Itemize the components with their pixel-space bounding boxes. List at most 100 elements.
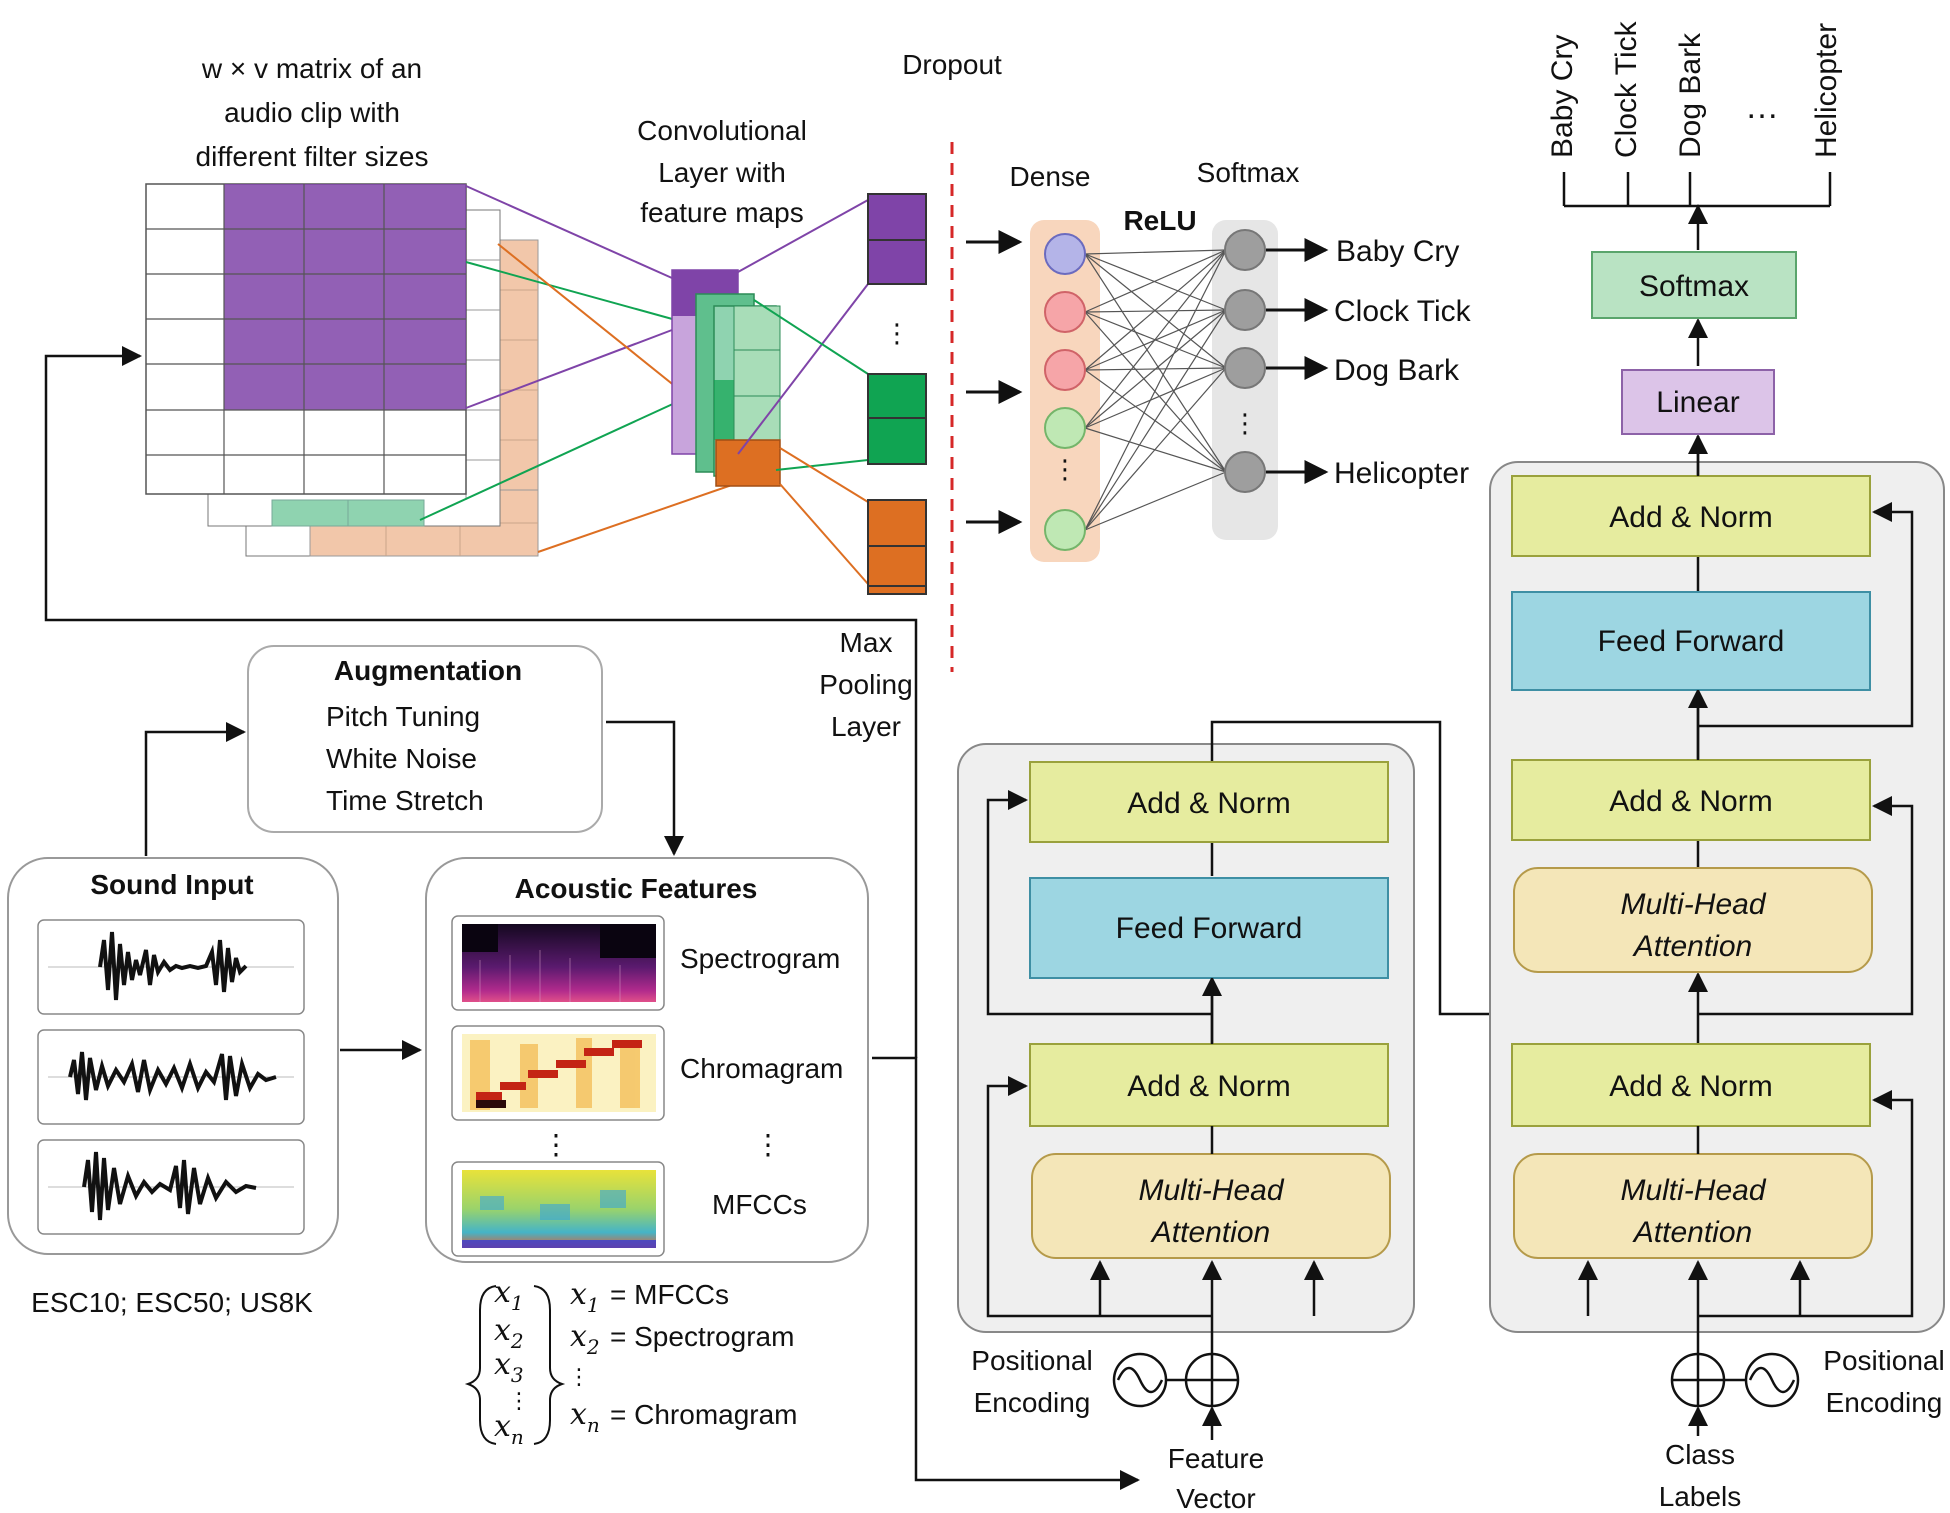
decoder-output-clock-tick: Clock Tick bbox=[1610, 20, 1643, 158]
maxpool-label-line3: Layer bbox=[831, 711, 901, 742]
decoder-feed-forward-label: Feed Forward bbox=[1598, 625, 1785, 658]
augmentation-item-stretch: Time Stretch bbox=[326, 785, 484, 816]
encoder-mha-label-1: Multi-Head bbox=[1138, 1174, 1284, 1207]
encoder-feed-forward-label: Feed Forward bbox=[1116, 912, 1303, 945]
decoder-softmax-box bbox=[1591, 251, 1797, 319]
legend-x1-text: = MFCCs bbox=[610, 1279, 729, 1310]
decoder-output-bracket bbox=[1562, 172, 1832, 208]
chromagram-image bbox=[451, 1025, 665, 1121]
cnn-section: w × v matrix of an audio clip with diffe… bbox=[145, 49, 1472, 742]
decoder-output-dog-bark: Dog Bark bbox=[1674, 32, 1707, 158]
decoder-positional-encoding: Positional Encoding Class Labels bbox=[1659, 1345, 1945, 1512]
encoder-mha-label-2: Attention bbox=[1150, 1216, 1270, 1249]
cnn-output-clock-tick: Clock Tick bbox=[1334, 295, 1472, 328]
legend-ellipsis: ⋮ bbox=[568, 1364, 590, 1389]
cnn-output-helicopter: Helicopter bbox=[1334, 457, 1469, 490]
feature-label-spectrogram: Spectrogram bbox=[680, 943, 840, 974]
feature-vector-label-2: Vector bbox=[1176, 1483, 1255, 1513]
cnn-output-baby-cry: Baby Cry bbox=[1336, 235, 1459, 268]
decoder-output-helicopter: Helicopter bbox=[1810, 23, 1843, 158]
decoder-positional-label-2: Encoding bbox=[1826, 1387, 1943, 1418]
decoder-add-norm-mid-label: Add & Norm bbox=[1609, 785, 1772, 818]
cnn-output-dog-bark: Dog Bark bbox=[1334, 354, 1460, 387]
conv-feature-maps bbox=[671, 269, 781, 487]
dense-nodes: ⋮ bbox=[1044, 233, 1086, 551]
feature-vector-label-1: Feature bbox=[1168, 1443, 1265, 1474]
augmentation-title: Augmentation bbox=[334, 655, 522, 686]
linear-label: Linear bbox=[1656, 386, 1739, 419]
svg-text:⋮: ⋮ bbox=[1232, 408, 1258, 438]
encoder-add-norm-bottom bbox=[1029, 1043, 1389, 1127]
decoder-add-norm-top bbox=[1511, 475, 1871, 557]
maxpool-label-line2: Pooling bbox=[819, 669, 912, 700]
dense-arrows bbox=[966, 230, 1023, 534]
decoder-add-norm-top-label: Add & Norm bbox=[1609, 501, 1772, 534]
feature-label-chromagram: Chromagram bbox=[680, 1053, 843, 1084]
encoder-add-norm-bottom-label: Add & Norm bbox=[1127, 1070, 1290, 1103]
legend-x2-text: = Spectrogram bbox=[610, 1321, 794, 1352]
dense-label: Dense bbox=[1010, 161, 1091, 192]
feedback-loop-line bbox=[44, 346, 918, 1058]
decoder-output-ellipsis: … bbox=[1745, 88, 1779, 126]
augmentation-item-noise: White Noise bbox=[326, 743, 477, 774]
pool-ellipsis: ⋮ bbox=[884, 318, 910, 348]
conv-label-line2: Layer with bbox=[658, 157, 786, 188]
encoder-add-norm-top-label: Add & Norm bbox=[1127, 787, 1290, 820]
vector-x3: x3 bbox=[494, 1347, 524, 1387]
mfcc-image bbox=[451, 1161, 665, 1257]
augmentation-box: Augmentation Pitch Tuning White Noise Ti… bbox=[247, 645, 603, 833]
decoder-mha-cross bbox=[1513, 867, 1873, 973]
dropout-label: Dropout bbox=[902, 49, 1002, 80]
decoder-mha-self-label-1: Multi-Head bbox=[1620, 1174, 1766, 1207]
waveform-2 bbox=[37, 1029, 305, 1125]
features-to-vector-line bbox=[872, 1056, 1140, 1490]
decoder-output-baby-cry: Baby Cry bbox=[1546, 35, 1579, 158]
conv-label-line3: feature maps bbox=[640, 197, 803, 228]
linear-box bbox=[1621, 369, 1775, 435]
waveform-3 bbox=[37, 1139, 305, 1235]
encoder-positional-label-1: Positional bbox=[971, 1345, 1092, 1376]
max-pooling-maps: ⋮ bbox=[867, 193, 927, 595]
waveform-1 bbox=[37, 919, 305, 1015]
dense-connections bbox=[1084, 249, 1227, 531]
legend-x2-var: x2 bbox=[570, 1319, 600, 1359]
sound-input-box: Sound Input bbox=[7, 857, 339, 1255]
sound-input-title: Sound Input bbox=[90, 869, 253, 900]
augmentation-item-pitch: Pitch Tuning bbox=[326, 701, 480, 732]
decoder-add-norm-mid bbox=[1511, 759, 1871, 841]
matrix-label-line1: w × v matrix of an bbox=[201, 53, 422, 84]
augmentation-arrows bbox=[144, 720, 684, 856]
softmax-output-arrows bbox=[1266, 238, 1329, 484]
conv-to-pool-connectors bbox=[737, 199, 869, 585]
decoder-positional-label-1: Positional bbox=[1823, 1345, 1944, 1376]
softmax-label: Softmax bbox=[1197, 157, 1300, 188]
datasets-label: ESC10; ESC50; US8K bbox=[31, 1287, 313, 1318]
vector-ellipsis: ⋮ bbox=[508, 1388, 530, 1413]
feature-label-ellipsis: ⋮ bbox=[754, 1129, 782, 1160]
decoder-mha-self bbox=[1513, 1153, 1873, 1259]
vector-x2: x2 bbox=[494, 1313, 524, 1353]
encoder-positional-label-2: Encoding bbox=[974, 1387, 1091, 1418]
matrix-label-line2: audio clip with bbox=[224, 97, 400, 128]
feature-label-mfccs: MFCCs bbox=[712, 1189, 807, 1220]
class-labels-label-2: Labels bbox=[1659, 1481, 1742, 1512]
decoder-mha-self-label-2: Attention bbox=[1632, 1216, 1752, 1249]
spectrogram-image bbox=[451, 915, 665, 1011]
encoder-block: Add & Norm Feed Forward Add & Norm Multi… bbox=[957, 740, 1415, 1400]
decoder-add-norm-bottom-label: Add & Norm bbox=[1609, 1070, 1772, 1103]
conv-label-line1: Convolutional bbox=[637, 115, 807, 146]
vector-x1: x1 bbox=[494, 1275, 524, 1315]
relu-label: ReLU bbox=[1123, 205, 1196, 236]
legend-xn-text: = Chromagram bbox=[610, 1399, 798, 1430]
encoder-feed-forward bbox=[1029, 877, 1389, 979]
decoder-add-norm-bottom bbox=[1511, 1043, 1871, 1127]
acoustic-features-box: Acoustic Features Spectrogram Chromagram… bbox=[425, 857, 869, 1263]
decoder-mha-cross-label-1: Multi-Head bbox=[1620, 888, 1766, 921]
legend-xn-var: xn bbox=[570, 1397, 600, 1437]
matrix-label-line3: different filter sizes bbox=[196, 141, 429, 172]
maxpool-label-line1: Max bbox=[840, 627, 893, 658]
decoder-block: Add & Norm Feed Forward Add & Norm Multi… bbox=[1489, 204, 1945, 1400]
svg-text:⋮: ⋮ bbox=[1052, 454, 1078, 484]
decoder-softmax-label: Softmax bbox=[1639, 270, 1749, 303]
